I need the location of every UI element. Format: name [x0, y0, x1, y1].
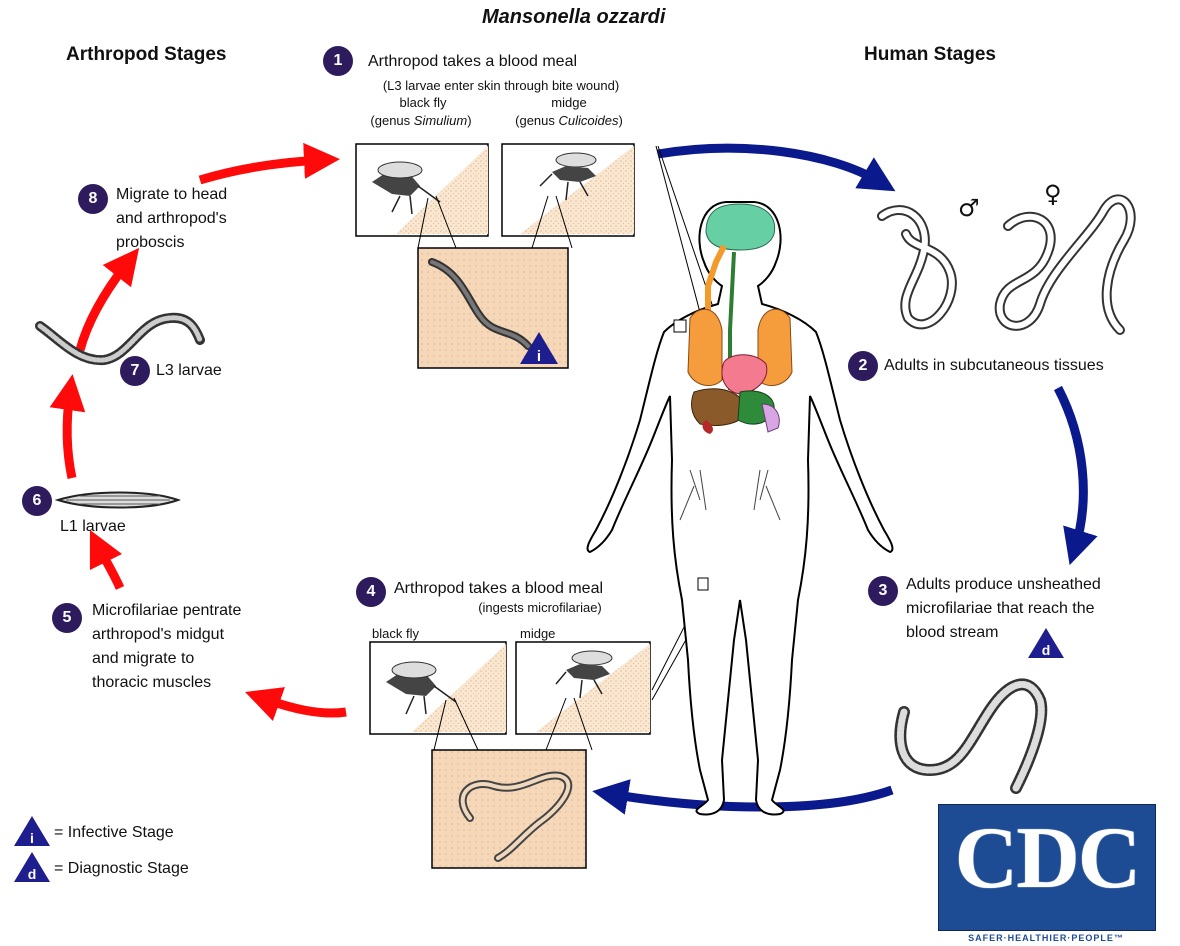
- step-3-line-3: blood stream: [906, 622, 999, 643]
- vector-top-right-name: midge: [502, 95, 636, 111]
- svg-text:i: i: [30, 830, 34, 846]
- step-4-badge: 4: [356, 577, 386, 607]
- step-4-text: Arthropod takes a blood meal: [394, 578, 603, 599]
- step-5-line-3: and migrate to: [92, 648, 194, 669]
- step-1-badge: 1: [323, 46, 353, 76]
- adult-worms: [882, 199, 1131, 330]
- cdc-tagline: SAFER·HEALTHIER·PEOPLE™: [938, 932, 1154, 944]
- step-8-badge: 8: [78, 184, 108, 214]
- step-8-line-2: and arthropod's: [116, 208, 227, 229]
- vector-bottom-left-name: black fly: [372, 626, 419, 642]
- arrow-1-to-2: [658, 148, 880, 182]
- step-6-badge: 6: [22, 486, 52, 516]
- cdc-logo-text: CDC: [939, 811, 1155, 907]
- step-3-badge: 3: [868, 576, 898, 606]
- arthropod-stages-header: Arthropod Stages: [66, 44, 226, 66]
- arrow-5-to-6: [98, 546, 120, 588]
- vector-top-left-name: black fly: [356, 95, 490, 111]
- step-5-line-1: Microfilariae pentrate: [92, 600, 241, 621]
- vector-top-right-genus: (genus Culicoides): [492, 113, 646, 129]
- step-2-text: Adults in subcutaneous tissues: [884, 355, 1104, 376]
- arrow-4-to-5: [262, 698, 346, 713]
- step-2-badge: 2: [848, 351, 878, 381]
- microfilaria-large: [900, 684, 1041, 788]
- step-5-line-2: arthropod's midgut: [92, 624, 224, 645]
- arrow-6-to-7: [67, 392, 72, 478]
- diagram-title: Mansonella ozzardi: [482, 6, 665, 29]
- female-symbol: ♀: [1044, 180, 1062, 208]
- cdc-logo: CDC: [938, 804, 1156, 931]
- step-8-line-3: proboscis: [116, 232, 184, 253]
- infective-marker-letter: i: [537, 348, 541, 365]
- step-8-line-1: Migrate to head: [116, 184, 227, 205]
- step-7-text: L3 larvae: [156, 360, 222, 381]
- legend-infective-marker: i: [14, 816, 50, 846]
- diagnostic-stage-marker: d: [1028, 628, 1064, 658]
- arrow-2-to-3: [1058, 388, 1083, 548]
- vector-box-midge-top: [502, 144, 634, 236]
- arrow-3-to-4: [610, 790, 892, 807]
- vector-bottom-right-name: midge: [520, 626, 555, 642]
- legend-infective-label: = Infective Stage: [54, 822, 174, 843]
- arrow-7-to-8: [80, 262, 128, 350]
- diagnostic-marker-letter: d: [1042, 642, 1051, 658]
- step-4-subtext: (ingests microfilariae): [450, 600, 630, 616]
- step-5-badge: 5: [52, 603, 82, 633]
- vector-top-left-genus: (genus Simulium): [346, 113, 496, 129]
- arrow-8-to-1: [200, 160, 322, 180]
- step-7-badge: 7: [120, 356, 150, 386]
- l3-larva: [40, 318, 200, 360]
- step-1-text: Arthropod takes a blood meal: [368, 51, 577, 72]
- human-stages-header: Human Stages: [864, 44, 996, 66]
- step-3-line-2: microfilariae that reach the: [906, 598, 1095, 619]
- larva-box-bottom: [432, 750, 586, 868]
- legend-diagnostic-marker: d: [14, 852, 50, 882]
- legend-diagnostic-label: = Diagnostic Stage: [54, 858, 189, 879]
- vector-box-black-fly-top: [356, 144, 488, 236]
- step-3-line-1: Adults produce unsheathed: [906, 574, 1101, 595]
- svg-text:d: d: [28, 866, 37, 882]
- step-6-text: L1 larvae: [60, 516, 126, 537]
- vector-box-midge-bottom: [516, 642, 650, 734]
- step-5-line-4: thoracic muscles: [92, 672, 211, 693]
- step-1-subtext: (L3 larvae enter skin through bite wound…: [336, 78, 666, 94]
- l1-larva: [58, 493, 178, 508]
- vector-box-black-fly-bottom: [370, 642, 506, 734]
- male-symbol: ♂: [958, 194, 980, 222]
